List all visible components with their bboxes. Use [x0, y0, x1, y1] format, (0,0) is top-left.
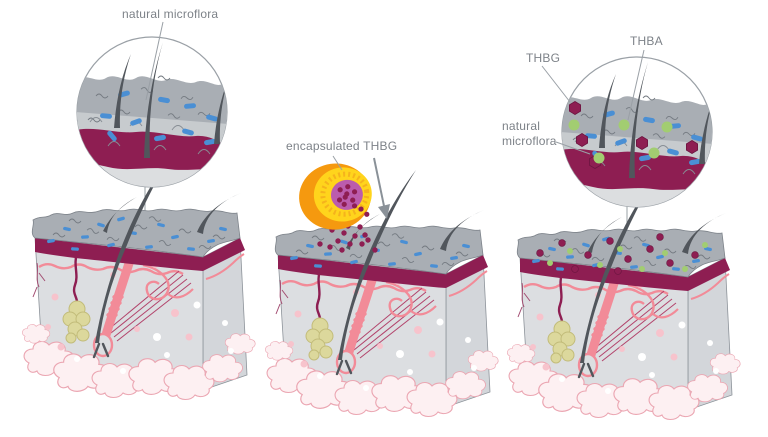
- label-thba: THBA: [630, 34, 663, 48]
- leader-thbg: [541, 65, 571, 103]
- label-encapsulated-thbg: encapsulated THBG: [286, 139, 398, 153]
- lens-thbg-thba-particles: [568, 101, 699, 169]
- label-thbg: THBG: [526, 51, 561, 65]
- panel-middle: [265, 155, 498, 417]
- leader-encapsulated-thbg: [332, 155, 343, 171]
- panel-right: [507, 49, 740, 420]
- leader-natural-microflora-right: [555, 141, 591, 155]
- leader-thba: [627, 49, 645, 121]
- leader-natural-microflora-left: [145, 21, 164, 101]
- surface-thbg-thba-particles: [536, 233, 708, 275]
- magnifier-circle-right: [561, 57, 719, 208]
- application-arrow: [373, 157, 390, 219]
- label-natural-microflora-left: natural microflora: [122, 7, 219, 21]
- thbg-capsule: [299, 163, 372, 230]
- label-natural-microflora-right: natural microflora: [502, 119, 557, 148]
- panel-left: [22, 21, 255, 400]
